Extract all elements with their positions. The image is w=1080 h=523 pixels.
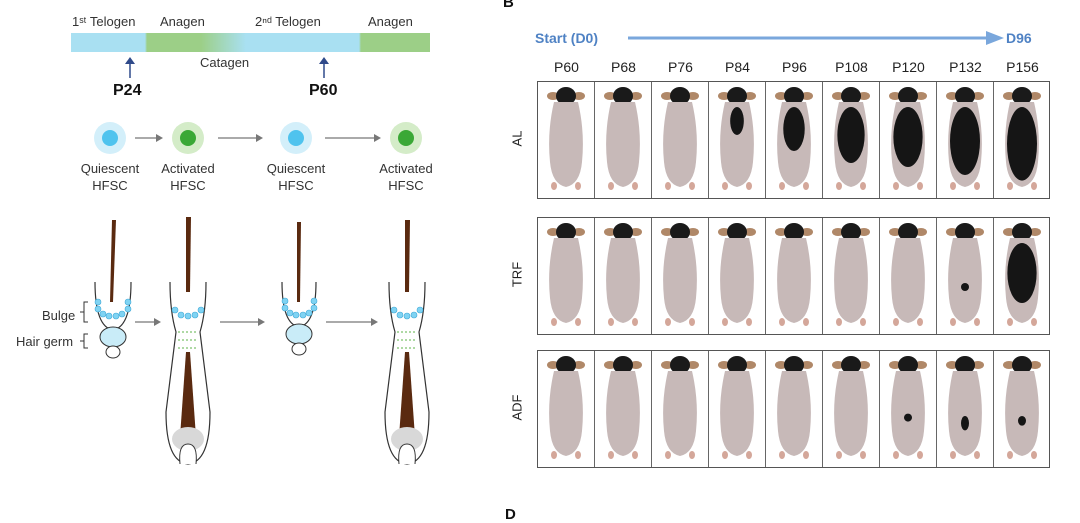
telogen-follicle-2 [281, 222, 318, 356]
column-header: P96 [782, 59, 807, 75]
mouse-photo [709, 218, 766, 334]
arrow-right-icon [220, 318, 265, 326]
mouse-photo [595, 218, 652, 334]
mouse-photo [994, 351, 1050, 467]
arrow-right-icon [135, 134, 163, 142]
mouse-photo [766, 351, 823, 467]
mouse-photo [823, 218, 880, 334]
mouse-photo [709, 351, 766, 467]
activated-cell-icon [390, 122, 422, 154]
mouse-photo [538, 82, 595, 198]
time-arrow [628, 31, 1004, 45]
phase-label-anagen-1: Anagen [160, 14, 205, 29]
anagen-follicle-1 [165, 217, 211, 465]
mouse-row [537, 217, 1050, 335]
marker-arrow-p24 [125, 57, 135, 78]
panel-letter-d: D [505, 506, 516, 523]
mouse-photo [538, 351, 595, 467]
mouse-photo [595, 82, 652, 198]
anagen-follicle-2 [384, 220, 430, 465]
mouse-photo [937, 351, 994, 467]
column-header: P84 [725, 59, 750, 75]
label-bulge: Bulge [42, 308, 76, 323]
mouse-photo [994, 82, 1050, 198]
mouse-photo [937, 218, 994, 334]
mouse-photo [652, 82, 709, 198]
arrow-right-icon [218, 134, 263, 142]
column-header: P120 [892, 59, 925, 75]
column-header: P156 [1006, 59, 1039, 75]
hair-follicle-diagram [80, 217, 430, 465]
column-header: P76 [668, 59, 693, 75]
column-header: P68 [611, 59, 636, 75]
quiescent-cell-icon [94, 122, 126, 154]
marker-label-p24: P24 [113, 82, 142, 99]
mouse-photo [937, 82, 994, 198]
mouse-photo [766, 218, 823, 334]
mouse-photo [652, 218, 709, 334]
hfsc-cells-diagram [94, 122, 422, 154]
mouse-photo [538, 218, 595, 334]
start-label: Start (D0) [535, 30, 599, 46]
row-label: TRF [509, 261, 525, 288]
mouse-photo [709, 82, 766, 198]
mouse-photo [595, 351, 652, 467]
mouse-photo [823, 82, 880, 198]
phase-label-catagen: Catagen [200, 55, 250, 70]
activated-cell-icon [172, 122, 204, 154]
row-label: ADF [509, 394, 525, 421]
mouse-photo [652, 351, 709, 467]
marker-arrow-p60 [319, 57, 329, 78]
mouse-row [537, 350, 1050, 468]
label-hair-germ: Hair germ [16, 334, 74, 349]
mouse-photo [880, 82, 937, 198]
mouse-row [537, 81, 1050, 199]
telogen-follicle-1 [80, 220, 132, 359]
phase-label-anagen-2: Anagen [368, 14, 413, 29]
panel-letter-b: B [503, 0, 514, 11]
column-header: P60 [554, 59, 579, 75]
end-label: D96 [1006, 30, 1032, 46]
quiescent-cell-icon [280, 122, 312, 154]
mouse-photo [994, 218, 1050, 334]
arrow-right-icon [325, 134, 381, 142]
arrow-right-icon [326, 318, 378, 326]
mouse-photo [766, 82, 823, 198]
mouse-photo [823, 351, 880, 467]
mouse-photo [880, 218, 937, 334]
arrow-right-icon [135, 318, 161, 326]
mouse-photo [880, 351, 937, 467]
phase-label-2nd-telogen: 2ⁿᵈ Telogen [255, 14, 321, 29]
row-label: AL [509, 130, 525, 147]
timeline-bar [71, 33, 430, 52]
column-header: P132 [949, 59, 982, 75]
column-header: P108 [835, 59, 868, 75]
marker-label-p60: P60 [309, 82, 338, 99]
phase-label-1st-telogen: 1ˢᵗ Telogen [72, 14, 136, 29]
